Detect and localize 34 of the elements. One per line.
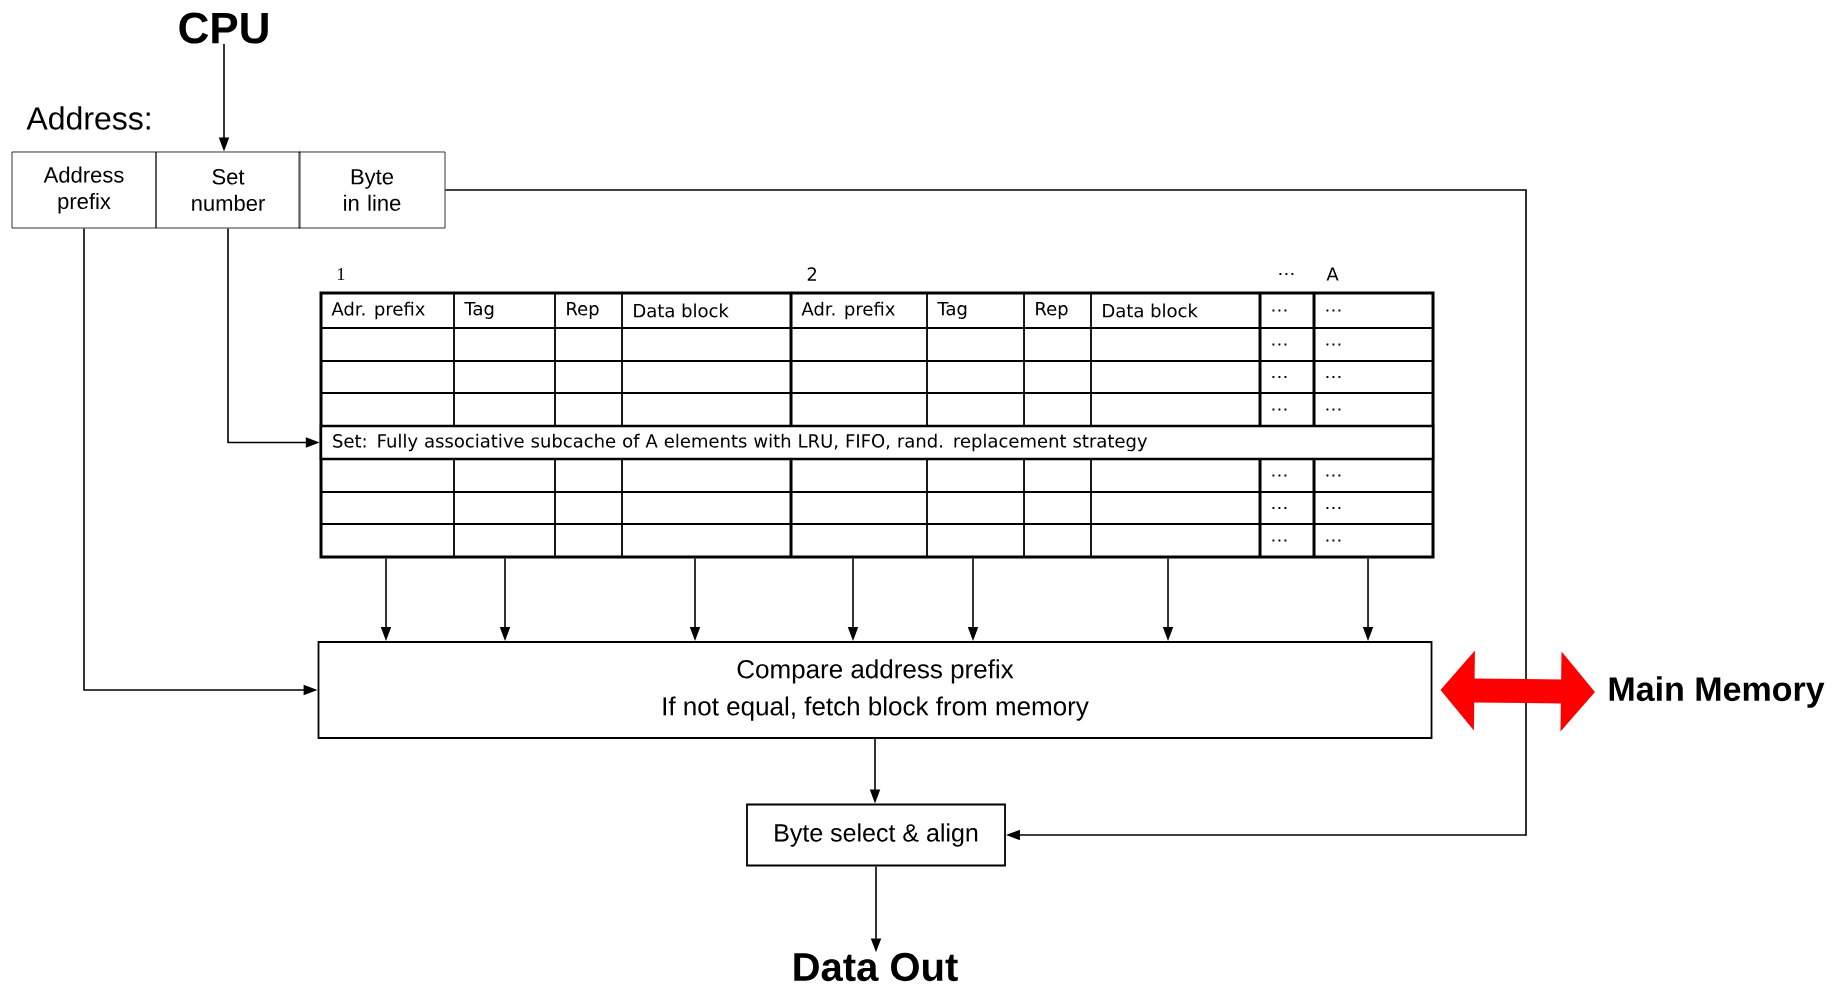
address-field-box: Byte in line [298, 151, 446, 229]
arrow [444, 189, 1527, 841]
column-header: Rep [567, 302, 599, 319]
ellipsis-text: … [1326, 539, 1341, 542]
set-row: Set: Fully associative subcache of A elements with LRU, FIFO, rand. replacement strategy [319, 424, 1435, 461]
column-header: Adr. prefix [331, 301, 425, 320]
way-number: A [1326, 267, 1339, 281]
column-header: Rep [1036, 302, 1068, 319]
ellipsis-text: … [1272, 375, 1287, 379]
ellipsis-text: … [1326, 375, 1341, 379]
column-header: Data block [634, 303, 729, 318]
way-number: 2 [807, 267, 817, 281]
column-header: Tag [937, 302, 967, 319]
ellipsis-text: … [1272, 343, 1287, 346]
output-label: Data Out [794, 952, 958, 982]
cache-table [319, 291, 1435, 559]
cpu-label: CPU [179, 12, 268, 44]
way-number: 1 [338, 268, 345, 280]
address-field-box: Address prefix [11, 151, 157, 229]
address-label: Address: [26, 106, 150, 130]
address-field-box: Set number [155, 151, 301, 229]
ellipsis-text: … [1326, 343, 1341, 346]
process-box: Byte select & align [746, 803, 1006, 867]
compare-box: Compare address prefix If not equal, fetch block from memory [317, 641, 1433, 739]
main-memory-label: Main Memory [1609, 676, 1825, 708]
column-header: Tag [464, 302, 494, 319]
ellipsis-text: … [1272, 539, 1287, 542]
ellipsis-text: … [1326, 309, 1341, 312]
ellipsis-text: … [1279, 272, 1294, 276]
ellipsis-text: … [1326, 506, 1341, 510]
ellipsis-text: … [1272, 506, 1287, 510]
column-header: Data block [1103, 303, 1198, 318]
ellipsis-text: … [1272, 309, 1287, 312]
column-header: Adr. prefix [801, 301, 895, 320]
